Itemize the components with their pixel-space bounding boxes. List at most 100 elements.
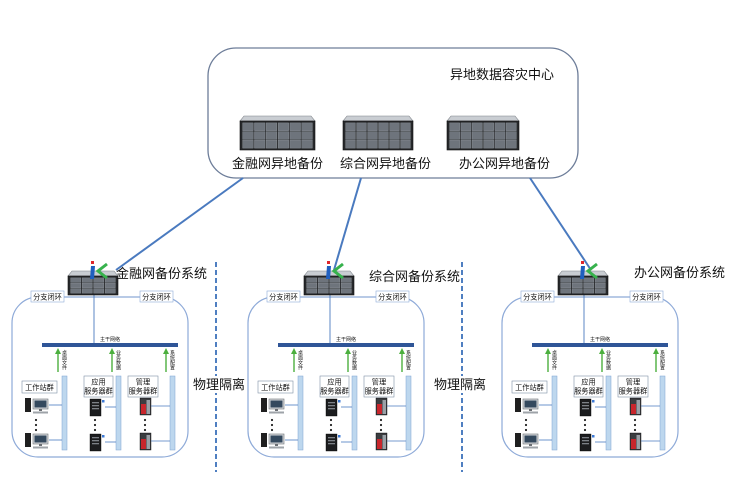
logo-red-mark: [327, 261, 330, 264]
workstation-tower: [261, 398, 267, 412]
drive-bay: [289, 131, 301, 140]
drive-bay: [483, 131, 494, 140]
dot: [93, 428, 97, 432]
drive-bay: [340, 283, 352, 288]
drive-bay: [317, 283, 329, 288]
loop-label-box: [375, 290, 410, 303]
server-drive-slot: [328, 402, 335, 404]
app-server-icon: [579, 398, 595, 417]
server-red-panel: [377, 404, 382, 414]
server-drive-slot: [328, 437, 335, 439]
drive-bay: [301, 122, 313, 131]
workstation-group-label: 工作站群: [25, 383, 54, 392]
server-grey-panel: [146, 435, 150, 449]
drive-bay: [560, 283, 572, 288]
workstation-keyboard: [33, 446, 48, 449]
drive-bay: [449, 131, 460, 140]
dot: [583, 428, 587, 432]
dot: [379, 423, 383, 427]
data-channel-bar: [297, 375, 304, 451]
workstation-screen: [524, 435, 537, 443]
workstation-screen: [270, 400, 283, 408]
remote-link: [115, 177, 244, 271]
drive-bay: [494, 131, 506, 140]
server-drive-slot: [92, 443, 99, 445]
server-grey-panel: [636, 400, 640, 414]
dot: [583, 423, 587, 427]
drive-bay: [356, 122, 367, 131]
isolation-label: 物理隔离: [193, 377, 245, 393]
stream-label: 业务数据: [351, 349, 357, 371]
logo-red-mark: [581, 261, 584, 264]
drive-bay: [460, 140, 472, 149]
server-red-panel: [631, 439, 636, 449]
drive-bay: [583, 288, 595, 294]
server-drive-slot: [92, 408, 99, 410]
workstation-icon: [515, 433, 539, 449]
system-frame: [501, 296, 679, 458]
server-body: [325, 433, 338, 452]
loop-label-box: [520, 290, 555, 303]
drive-bay: [560, 288, 572, 294]
dr-center-servers: [239, 115, 520, 151]
data-channel-bar: [351, 375, 358, 451]
drive-bay: [254, 140, 266, 149]
server-status-light: [592, 400, 595, 403]
workstation-icon: [25, 433, 49, 449]
drive-bay: [594, 288, 606, 294]
dr-center-title: 异地数据容灾中心: [450, 67, 554, 83]
workstation-screen: [34, 400, 47, 408]
drive-bay: [329, 288, 341, 294]
drive-bay: [345, 131, 356, 140]
drive-bay: [266, 122, 278, 131]
management-server-icon: [375, 397, 388, 416]
drive-bay: [378, 122, 389, 131]
workstation-keyboard: [33, 411, 48, 414]
more-dots-icon: [633, 418, 637, 432]
loop-label-box: [139, 290, 174, 303]
app-server-group-label: 服务器群: [320, 387, 349, 396]
stream-arrow-head: [163, 348, 169, 354]
drive-bay: [329, 277, 341, 283]
server-drive-slot: [582, 402, 589, 404]
drive-bay: [70, 277, 82, 283]
app-server-group-label: 服务器群: [574, 387, 603, 396]
data-channel-bar: [405, 375, 412, 451]
management-server-group-label: 服务器群: [365, 387, 394, 396]
drive-bay: [506, 131, 517, 140]
logo-green-mark: [95, 262, 108, 280]
server-drive-slot: [328, 405, 335, 407]
server-drive-slot: [92, 440, 99, 442]
drive-bay: [367, 131, 378, 140]
remote-link: [529, 177, 592, 271]
system-frame: [247, 296, 425, 458]
rack-top-face: [342, 115, 414, 122]
stream-label: 桌面文件: [297, 349, 303, 371]
group-label-box: [363, 375, 395, 398]
dot: [143, 423, 147, 427]
drive-bay: [356, 140, 367, 149]
logo-icon: [326, 261, 344, 280]
more-dots-icon: [270, 418, 274, 432]
app-server-group-label: 应用: [327, 378, 341, 387]
dot: [34, 418, 38, 422]
drive-bay: [81, 288, 93, 294]
workstation-tower: [515, 398, 521, 412]
drive-bay: [400, 122, 411, 131]
workstation-keyboard: [523, 446, 538, 449]
backup-system: 办公网备份系统分支闭环分支闭环主干网络桌面文件业务数据系统配置工作站群应用服务器…: [501, 261, 725, 458]
drive-bay: [345, 122, 356, 131]
disaster-recovery-center: 异地数据容灾中心 金融网异地备份 综合网异地备份 办公网异地备份: [207, 47, 579, 179]
drive-bay: [289, 122, 301, 131]
logo-green-mark: [331, 262, 344, 280]
more-dots-icon: [379, 418, 383, 432]
drive-bay: [104, 283, 116, 288]
more-dots-icon: [524, 418, 528, 432]
workstation-stand: [275, 444, 278, 446]
drive-bay: [449, 122, 460, 131]
drive-bay: [306, 288, 318, 294]
drive-bay: [254, 131, 266, 140]
dot: [93, 418, 97, 422]
rack-server-icon: [239, 115, 316, 151]
server-drive-slot: [582, 437, 589, 439]
